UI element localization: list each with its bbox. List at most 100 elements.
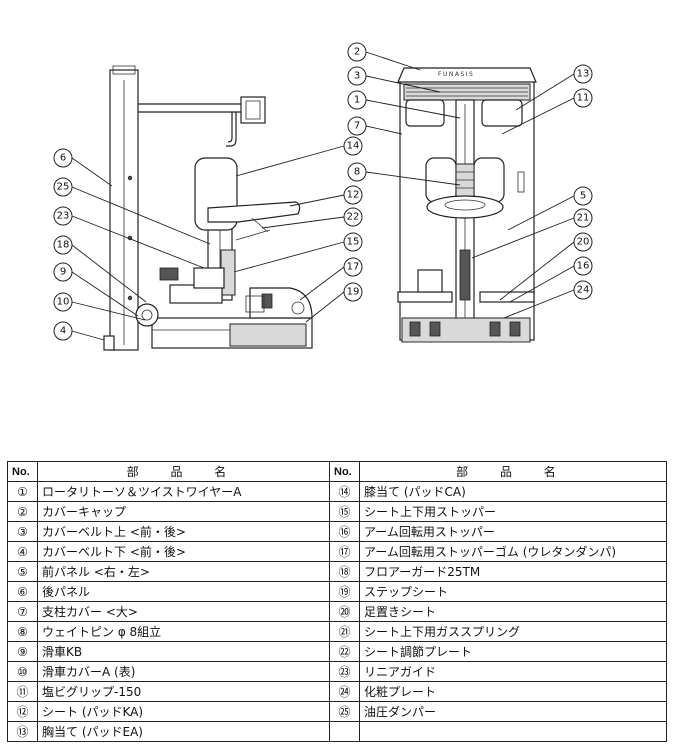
svg-text:7: 7 (354, 121, 360, 132)
part-number-right: ⑰ (329, 541, 360, 562)
part-number-left: ② (7, 501, 38, 522)
svg-text:12: 12 (347, 190, 360, 201)
part-number-left: ③ (7, 521, 38, 542)
part-name-left: 前パネル <右・左> (37, 561, 330, 582)
header-name-right: 部 品 名 (359, 461, 667, 482)
callouts-left: 6 25 23 18 9 10 4 14 12 22 15 17 19 (53, 136, 363, 341)
part-number-right: ⑱ (329, 561, 360, 582)
svg-text:3: 3 (354, 71, 360, 82)
part-name-right: 油圧ダンパー (359, 701, 667, 722)
part-name-left: カバーベルト下 <前・後> (37, 541, 330, 562)
part-name-right: シート上下用ガススプリング (359, 621, 667, 642)
part-name-left: ロータリトーソ＆ツイストワイヤーA (37, 481, 330, 502)
callout-24: 24 (573, 280, 593, 300)
svg-text:8: 8 (354, 167, 360, 178)
callout-16: 16 (573, 256, 593, 276)
svg-text:14: 14 (347, 141, 360, 152)
callout-5: 5 (573, 186, 593, 206)
svg-text:10: 10 (57, 297, 70, 308)
svg-text:11: 11 (577, 93, 590, 104)
part-number-right: ㉕ (329, 701, 360, 722)
callout-8: 8 (347, 162, 367, 182)
part-name-left: カバーベルト上 <前・後> (37, 521, 330, 542)
part-name-right (359, 721, 667, 742)
svg-text:23: 23 (57, 211, 70, 222)
svg-text:17: 17 (347, 262, 360, 273)
part-name-left: 支柱カバー <大> (37, 601, 330, 622)
part-name-right: 化粧プレート (359, 681, 667, 702)
svg-text:4: 4 (60, 326, 66, 337)
callout-7: 7 (347, 116, 367, 136)
table-header-row: No. 部 品 名 No. 部 品 名 (7, 461, 667, 482)
callout-25: 25 (53, 177, 73, 197)
part-number-right: ㉔ (329, 681, 360, 702)
svg-text:20: 20 (577, 237, 590, 248)
part-name-left: カバーキャップ (37, 501, 330, 522)
part-number-right: ⑲ (329, 581, 360, 602)
part-number-right: ㉒ (329, 641, 360, 662)
callout-17: 17 (343, 257, 363, 277)
part-number-left: ⑫ (7, 701, 38, 722)
part-number-left: ⑩ (7, 661, 38, 682)
part-number-left: ⑪ (7, 681, 38, 702)
part-name-right: ステップシート (359, 581, 667, 602)
part-number-right: ⑮ (329, 501, 360, 522)
callout-12: 12 (343, 185, 363, 205)
part-name-left: 滑車カバーA (表) (37, 661, 330, 682)
svg-text:6: 6 (60, 153, 66, 164)
callout-23: 23 (53, 206, 73, 226)
part-name-left: 後パネル (37, 581, 330, 602)
svg-text:13: 13 (577, 69, 590, 80)
part-number-right (329, 721, 360, 742)
header-name-left: 部 品 名 (37, 461, 330, 482)
header-no-left: No. (7, 461, 38, 482)
callout-6: 6 (53, 148, 73, 168)
callout-15: 15 (343, 232, 363, 252)
front-view: FUNASIS (397, 67, 537, 343)
part-name-right: シート上下用ストッパー (359, 501, 667, 522)
svg-text:18: 18 (57, 240, 70, 251)
part-name-right: 膝当て (パッドCA) (359, 481, 667, 502)
callout-14: 14 (343, 136, 363, 156)
part-name-left: シート (パッドKA) (37, 701, 330, 722)
part-number-left: ⑧ (7, 621, 38, 642)
svg-text:15: 15 (347, 237, 360, 248)
callout-11: 11 (573, 88, 593, 108)
part-name-right: リニアガイド (359, 661, 667, 682)
svg-text:16: 16 (577, 261, 590, 272)
part-number-left: ④ (7, 541, 38, 562)
svg-text:22: 22 (347, 212, 360, 223)
callout-19: 19 (343, 282, 363, 302)
part-name-left: 胸当て (パッドEA) (37, 721, 330, 742)
part-name-right: アーム回転用ストッパーゴム (ウレタンダンパ) (359, 541, 667, 562)
callout-18: 18 (53, 235, 73, 255)
part-name-right: フロアーガード25TM (359, 561, 667, 582)
svg-text:1: 1 (354, 95, 360, 106)
svg-text:25: 25 (57, 182, 70, 193)
part-name-left: ウェイトピン φ 8組立 (37, 621, 330, 642)
part-number-left: ⑦ (7, 601, 38, 622)
svg-text:2: 2 (354, 47, 360, 58)
leader-lines (71, 51, 575, 341)
callout-21: 21 (573, 208, 593, 228)
part-number-right: ⑳ (329, 601, 360, 622)
part-name-left: 滑車KB (37, 641, 330, 662)
part-number-left: ① (7, 481, 38, 502)
seat-pad (207, 201, 301, 223)
part-name-right: 足置きシート (359, 601, 667, 622)
brand-label: FUNASIS (438, 71, 474, 78)
callout-13: 13 (573, 64, 593, 84)
svg-text:9: 9 (60, 267, 66, 278)
svg-text:19: 19 (347, 287, 360, 298)
callout-2: 2 (347, 42, 367, 62)
